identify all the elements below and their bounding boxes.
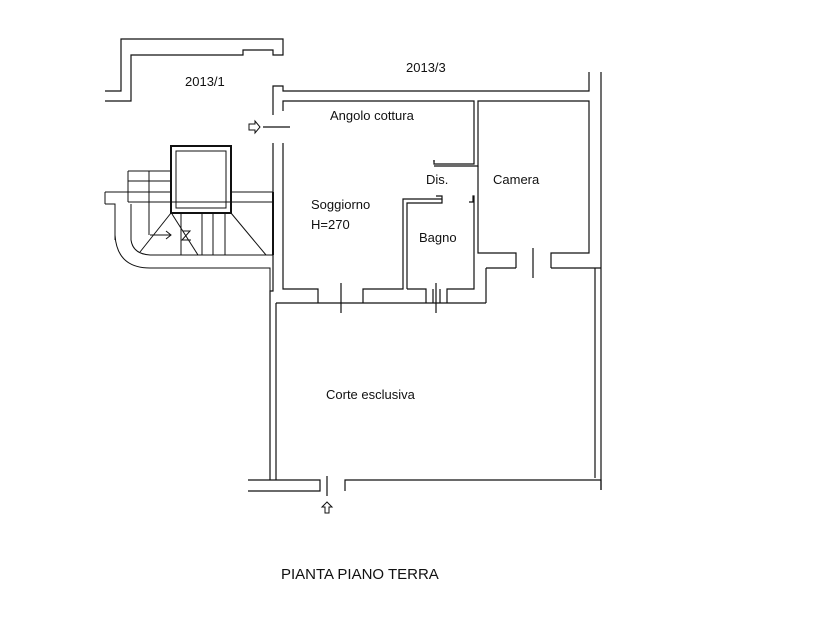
entry-arrow-icon [248, 119, 261, 135]
wall-outer-left-top [272, 72, 590, 115]
label-lot-2013-1: 2013/1 [185, 74, 225, 89]
room-label-courtyard: Corte esclusiva [326, 387, 415, 402]
plan-title: PIANTA PIANO TERRA [281, 566, 439, 583]
entry-up-arrow-icon [320, 501, 334, 514]
staircase [104, 145, 274, 300]
room-label-kitchen: Angolo cottura [330, 108, 414, 123]
room-label-bathroom: Bagno [419, 230, 457, 245]
wall-inner-top [282, 100, 475, 165]
room-label-hall: Dis. [426, 172, 449, 187]
wall-2013-1 [105, 38, 284, 102]
room-label-bedroom: Camera [493, 172, 540, 187]
room-height-label: H=270 [311, 217, 350, 232]
label-lot-2013-3: 2013/3 [406, 60, 446, 75]
room-label-living: Soggiorno [311, 197, 371, 212]
